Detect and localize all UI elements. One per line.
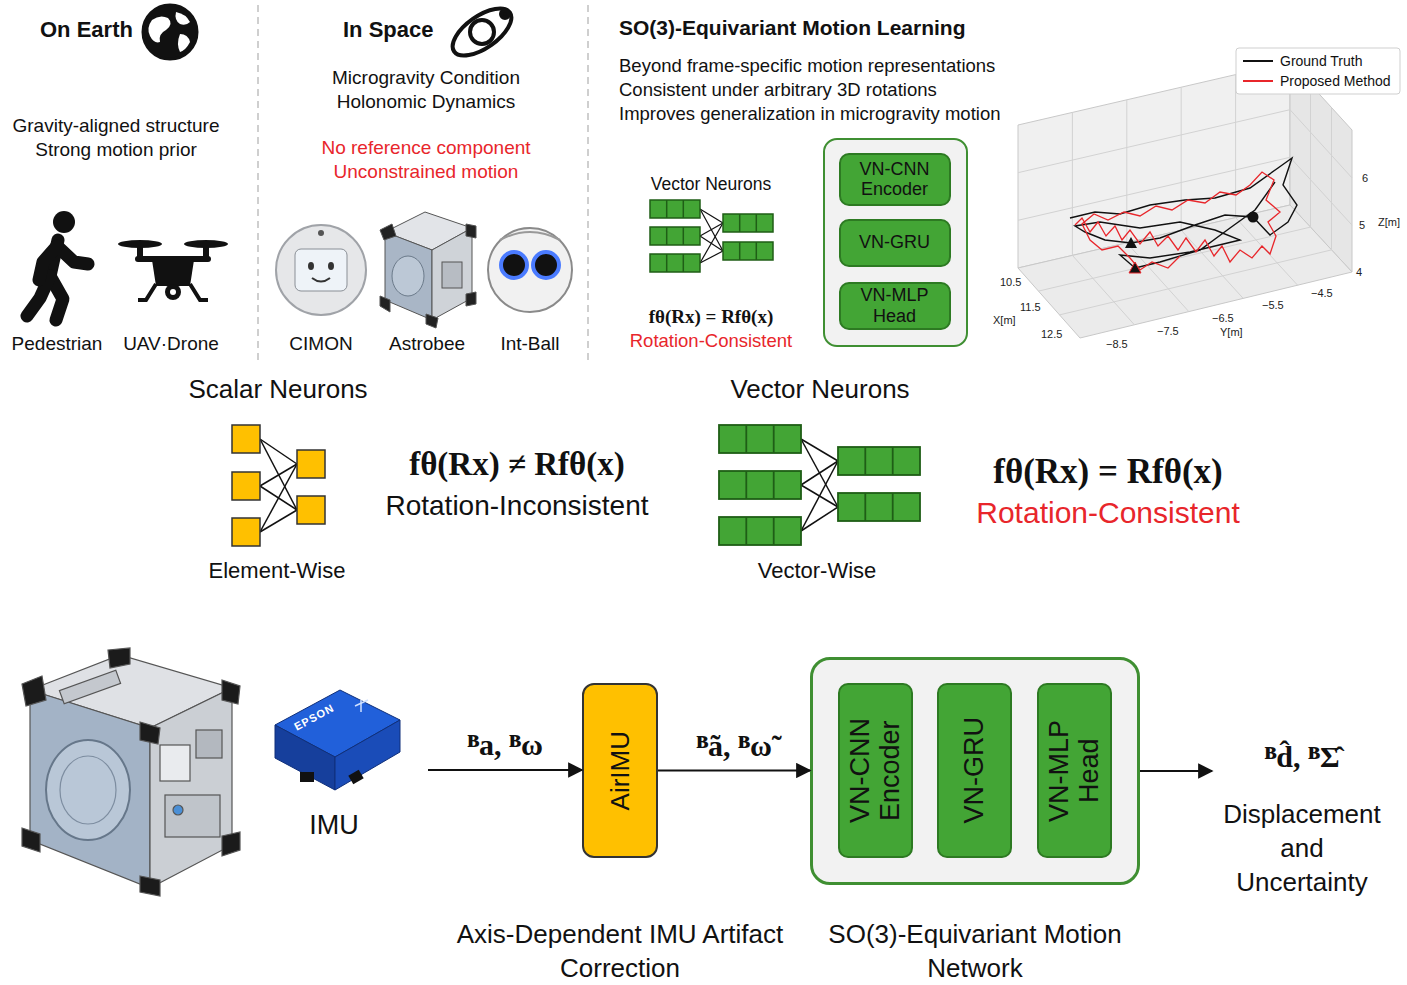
bullet-text: Beyond frame-specific motion representat… <box>619 55 1049 77</box>
astrobee-illustration <box>22 648 240 896</box>
signal-label: ᴮa, ᴮω <box>415 714 595 762</box>
sensor-node: IMU <box>268 690 428 850</box>
legend-line-sample <box>1243 76 1273 86</box>
axis-tick: 12.5 <box>1041 328 1081 340</box>
drone-icon <box>118 240 228 300</box>
module-label: VN-CNN Encoder <box>846 691 905 851</box>
axis-tick: 11.5 <box>1020 301 1060 313</box>
signal-label: ᴮã, ᴮω̃ <box>644 715 824 763</box>
diagram-caption: Element-Wise <box>177 558 377 584</box>
diagram-caption: Vector-Wise <box>717 558 917 584</box>
robot-caption: Int-Ball <box>480 332 580 356</box>
axis-label: Z[m] <box>1378 216 1407 228</box>
imu-chip <box>275 690 400 790</box>
legend-text: Ground Truth <box>1280 53 1363 69</box>
module-label: VN-CNN Encoder <box>847 159 943 199</box>
divider <box>587 5 589 362</box>
module-container: VN-CNN EncoderVN-GRU VN-MLP Head <box>823 138 968 347</box>
module-label: VN-MLP Head <box>1045 691 1104 851</box>
correction-module: AirIMUAxis-Dependent IMU Artifact Correc… <box>582 683 658 858</box>
icon-caption: UAV·Drone <box>116 332 226 356</box>
robot-caption: Astrobee <box>377 332 477 356</box>
section-heading: Vector Neurons <box>720 374 920 405</box>
equation: fθ(Rx) = Rfθ(x) <box>928 452 1288 492</box>
property-text: Rotation-Consistent <box>928 496 1288 530</box>
warning-text: No reference component Unconstrained mot… <box>306 136 546 184</box>
robot-caption: CIMON <box>271 332 371 356</box>
bullet-text: Improves generalization in microgravity … <box>619 103 1049 125</box>
globe-icon <box>143 5 197 59</box>
legend-entry: Proposed Method <box>1243 72 1391 90</box>
axis-tick: 6 <box>1362 172 1392 184</box>
axis-tick: −7.5 <box>1157 325 1197 337</box>
axis-tick: −4.5 <box>1311 287 1351 299</box>
axis-label: Y[m] <box>1220 326 1260 338</box>
vector-neuron-diagram <box>650 200 773 272</box>
axis-tick: −8.5 <box>1106 338 1146 350</box>
output-symbol: ᴮd̂, ᴮΣ̂ <box>1212 740 1392 774</box>
equation: fθ(Rx) ≠ Rfθ(x) <box>332 446 702 483</box>
axis-tick: 4 <box>1356 266 1386 278</box>
description-text: Microgravity Condition Holonomic Dynamic… <box>316 66 536 114</box>
scalar-neuron-diagram <box>232 425 325 546</box>
module-caption: Axis-Dependent IMU Artifact Correction <box>430 918 810 985</box>
network-container: SO(3)-Equivariant Motion NetworkVN-CNN E… <box>810 657 1140 885</box>
flow-arrow <box>1140 770 1212 772</box>
section-heading: Scalar Neurons <box>178 374 378 405</box>
module-label: VN-GRU <box>960 717 990 824</box>
icon-caption: Pedestrian <box>2 332 112 356</box>
int-ball-robot <box>488 228 572 312</box>
cimon-robot <box>276 225 366 315</box>
orbit-icon <box>445 0 519 65</box>
divider <box>257 5 259 362</box>
diagram-caption: Vector Neurons <box>631 174 791 195</box>
description-text: Gravity-aligned structure Strong motion … <box>0 114 232 162</box>
trajectory-plot <box>1018 48 1400 338</box>
section-heading: SO(3)-Equivariant Motion Learning <box>619 16 1049 40</box>
output-label: Displacement and Uncertainty <box>1212 798 1392 899</box>
container-caption: SO(3)-Equivariant Motion Network <box>815 918 1135 985</box>
flow-arrow <box>428 769 582 771</box>
axis-tick: −5.5 <box>1262 299 1302 311</box>
flow-arrow <box>658 769 810 771</box>
property-text: Rotation-Inconsistent <box>320 490 714 522</box>
output-node: ᴮd̂, ᴮΣ̂Displacement and Uncertainty <box>1212 740 1407 870</box>
network-module: VN-CNN Encoder <box>838 683 913 858</box>
axis-tick: 10.5 <box>1000 276 1040 288</box>
pedestrian-icon <box>27 211 88 320</box>
bullet-text: Consistent under arbitrary 3D rotations <box>619 79 1049 101</box>
axis-label: X[m] <box>993 314 1033 326</box>
legend-box <box>1236 48 1400 94</box>
network-module: VN-MLP Head <box>839 282 951 330</box>
property-text: Rotation-Consistent <box>611 330 811 352</box>
astrobee-robot <box>380 212 476 328</box>
equation: fθ(Rx) = Rfθ(x) <box>611 306 811 328</box>
legend-entry: Ground Truth <box>1243 52 1363 70</box>
legend-text: Proposed Method <box>1280 73 1391 89</box>
module-label: VN-MLP Head <box>847 285 943 325</box>
network-module: VN-GRU <box>839 219 951 267</box>
network-module: VN-GRU <box>937 683 1012 858</box>
module-label: VN-GRU <box>859 232 930 252</box>
module-label: AirIMU <box>605 731 636 810</box>
legend-line-sample <box>1243 56 1273 66</box>
vector-neuron-diagram <box>719 425 920 545</box>
section-heading: On Earth <box>40 17 150 43</box>
axis-tick: −6.5 <box>1212 312 1252 324</box>
network-module: VN-CNN Encoder <box>839 153 951 206</box>
network-module: VN-MLP Head <box>1037 683 1112 858</box>
sensor-label: IMU <box>268 810 400 841</box>
section-heading: In Space <box>343 17 453 43</box>
